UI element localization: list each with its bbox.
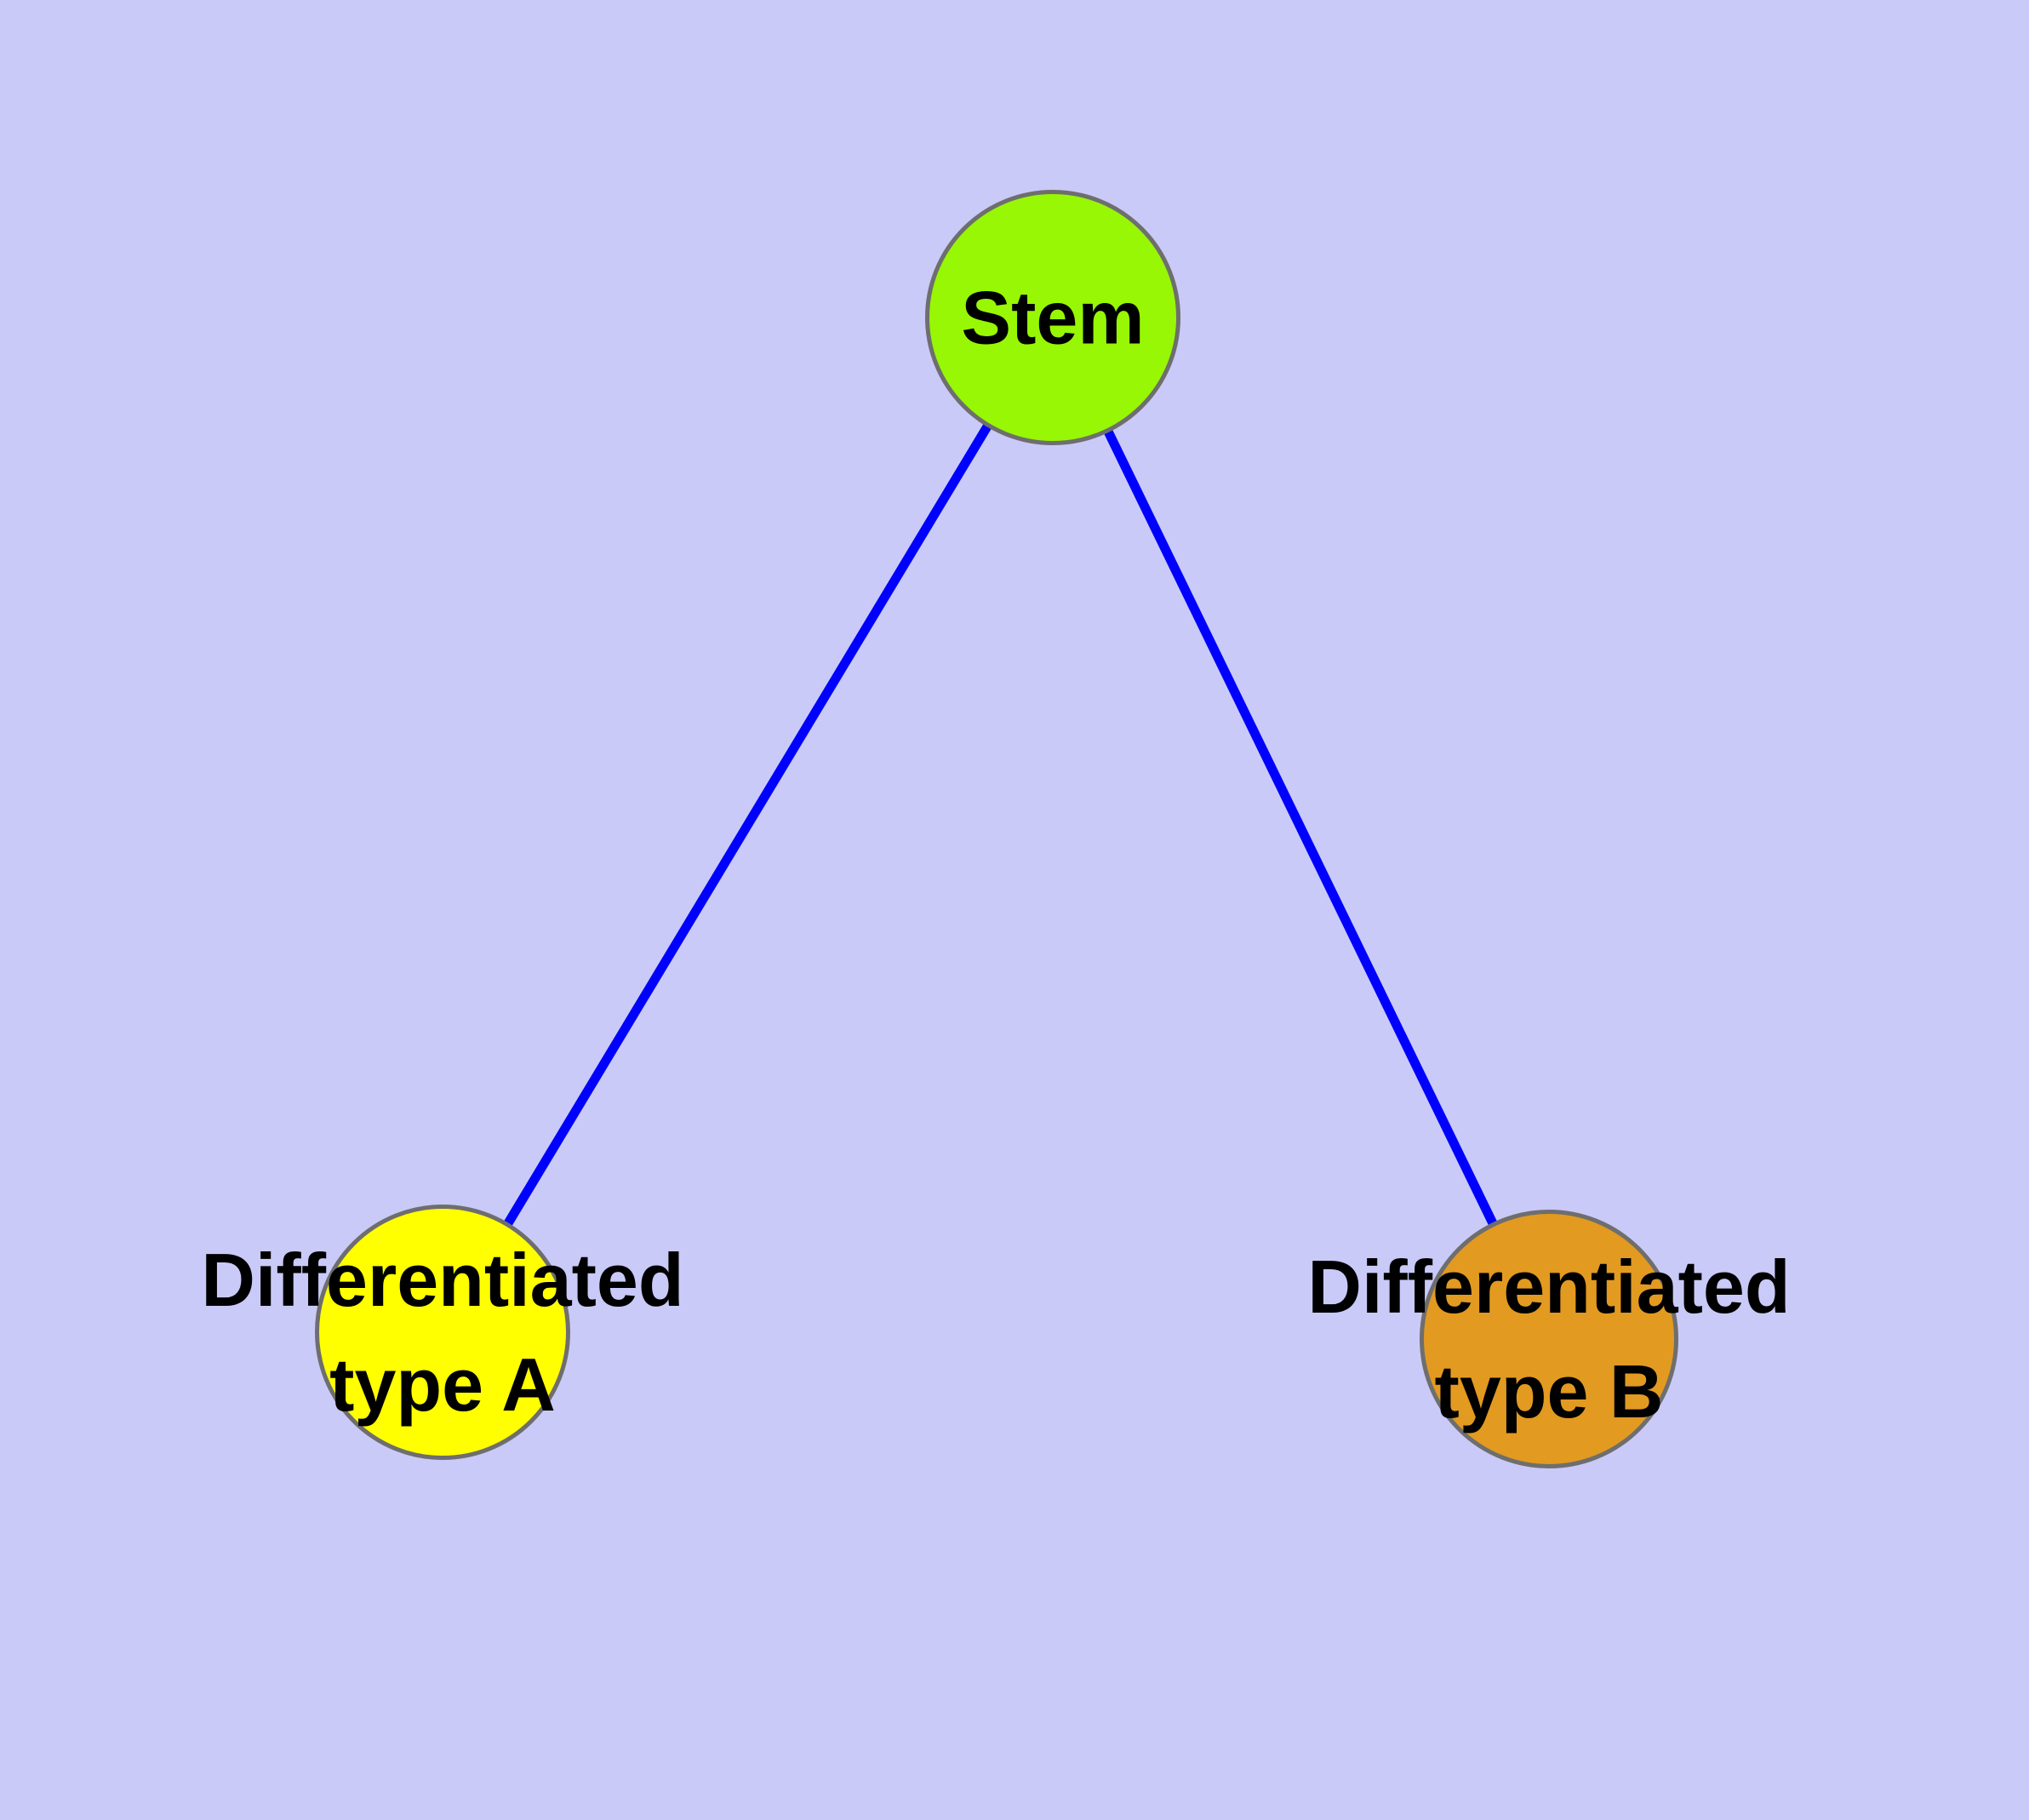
- node-stem: [925, 190, 1180, 445]
- node-differentiated-type-a: [315, 1205, 570, 1460]
- node-label-differentiated-type-b: Differentiated type B: [1307, 1245, 1791, 1434]
- node-label-stem: Stem: [961, 275, 1145, 360]
- edge-stem-to-type-b: [1049, 315, 1553, 1342]
- node-label-differentiated-type-a: Differentiated type A: [201, 1238, 684, 1427]
- edge-stem-to-type-a: [438, 315, 1057, 1335]
- node-differentiated-type-b: [1420, 1210, 1678, 1468]
